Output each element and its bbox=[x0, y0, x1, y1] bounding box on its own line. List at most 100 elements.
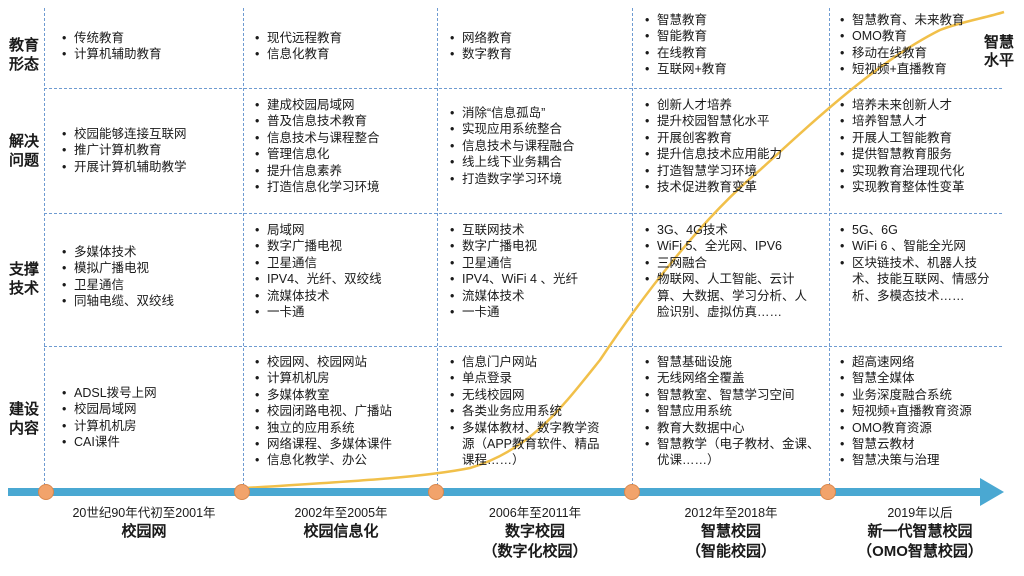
curve-label-line: 水平 bbox=[983, 52, 1014, 69]
cell-stage3-forms: 网络教育 数字教育 bbox=[450, 30, 628, 63]
row-label-line: 形态 bbox=[8, 56, 39, 73]
list-item: 信息化教学、办公 bbox=[255, 452, 435, 469]
stage-name-line: 智慧校园 bbox=[700, 523, 761, 540]
stage-name: 新一代智慧校园 （OMO智慧校园） bbox=[830, 522, 1010, 562]
list-item: 超高速网络 bbox=[840, 354, 1010, 371]
stage-name: 数字校园 （数字化校园） bbox=[438, 522, 632, 562]
row-label-line: 解决 bbox=[8, 133, 39, 150]
list-item: 网络教育 bbox=[450, 30, 628, 47]
period-label: 2002年至2005年 bbox=[294, 506, 388, 520]
list-item: IPV4、WiFi 4 、光纤 bbox=[450, 271, 630, 288]
list-item: 信息技术与课程整合 bbox=[255, 130, 435, 147]
column-divider bbox=[243, 8, 244, 486]
cell-stage5-tech: 5G、6G WiFi 6 、智能全光网 区块链技术、机器人技术、技能互联网、情感… bbox=[840, 222, 1000, 304]
list-item: 打造信息化学习环境 bbox=[255, 179, 435, 196]
list-item: 无线网络全覆盖 bbox=[645, 370, 827, 387]
row-label-line: 技术 bbox=[8, 280, 39, 297]
list-item: 开展创客教育 bbox=[645, 130, 825, 147]
list-item: CAI课件 bbox=[62, 434, 240, 451]
list-item: 互联网技术 bbox=[450, 222, 630, 239]
list-item: 校园能够连接互联网 bbox=[62, 126, 240, 143]
timeline-node bbox=[624, 484, 640, 500]
list-item: 智慧应用系统 bbox=[645, 403, 827, 420]
period-label: 20世纪90年代初至2001年 bbox=[72, 506, 216, 520]
list-item: 线上线下业务耦合 bbox=[450, 154, 630, 171]
list-item: 计算机机房 bbox=[255, 370, 435, 387]
list-item: 实现教育整体性变革 bbox=[840, 179, 1000, 196]
cell-stage5-forms: 智慧教育、未来教育 OMO教育 移动在线教育 短视频+直播教育 bbox=[840, 12, 990, 78]
list-item: 三网融合 bbox=[645, 255, 813, 272]
list-item: 数字广播电视 bbox=[450, 238, 630, 255]
list-item: 智慧全媒体 bbox=[840, 370, 1010, 387]
cell-stage1-tech: 多媒体技术 模拟广播电视 卫星通信 同轴电缆、双绞线 bbox=[62, 244, 240, 310]
list-item: 传统教育 bbox=[62, 30, 240, 47]
list-item: 卫星通信 bbox=[62, 277, 240, 294]
list-item: 校园网、校园网站 bbox=[255, 354, 435, 371]
list-item: 无线校园网 bbox=[450, 387, 610, 404]
cell-stage3-construction: 信息门户网站 单点登录 无线校园网 各类业务应用系统 多媒体教材、数字教学资源（… bbox=[450, 354, 610, 469]
list-item: 创新人才培养 bbox=[645, 97, 825, 114]
list-item: 计算机辅助教育 bbox=[62, 46, 240, 63]
list-item: 流媒体技术 bbox=[255, 288, 435, 305]
row-divider bbox=[44, 213, 1002, 214]
list-item: OMO教育 bbox=[840, 28, 990, 45]
list-item: 卫星通信 bbox=[255, 255, 435, 272]
list-item: 现代远程教育 bbox=[255, 30, 433, 47]
stage-name-line: （智能校园） bbox=[685, 543, 776, 560]
cell-stage3-tech: 互联网技术 数字广播电视 卫星通信 IPV4、WiFi 4 、光纤 流媒体技术 … bbox=[450, 222, 630, 321]
timeline-node bbox=[234, 484, 250, 500]
list-item: 数字广播电视 bbox=[255, 238, 435, 255]
period-label: 2006年至2011年 bbox=[488, 506, 582, 520]
list-item: 智慧教学（电子教材、金课、优课……） bbox=[645, 436, 827, 469]
list-item: 实现应用系统整合 bbox=[450, 121, 630, 138]
row-label-line: 教育 bbox=[8, 37, 39, 54]
list-item: 局域网 bbox=[255, 222, 435, 239]
list-item: 提升校园智慧化水平 bbox=[645, 113, 825, 130]
cell-stage2-construction: 校园网、校园网站 计算机机房 多媒体教室 校园闭路电视、广播站 独立的应用系统 … bbox=[255, 354, 435, 469]
cell-stage2-forms: 现代远程教育 信息化教育 bbox=[255, 30, 433, 63]
list-item: 独立的应用系统 bbox=[255, 420, 435, 437]
column-divider bbox=[829, 8, 830, 486]
column-divider bbox=[437, 8, 438, 486]
list-item: 培养智慧人才 bbox=[840, 113, 1000, 130]
list-item: 校园局域网 bbox=[62, 401, 240, 418]
cell-stage3-problems: 消除“信息孤岛” 实现应用系统整合 信息技术与课程融合 线上线下业务耦合 打造数… bbox=[450, 105, 630, 187]
row-label-problems: 解决 问题 bbox=[4, 132, 44, 170]
curve-label: 智慧 水平 bbox=[979, 34, 1019, 70]
list-item: 业务深度融合系统 bbox=[840, 387, 1010, 404]
stage-name-line: 数字校园 bbox=[504, 523, 565, 540]
list-item: 信息化教育 bbox=[255, 46, 433, 63]
row-label-technology: 支撑 技术 bbox=[4, 260, 44, 298]
list-item: 移动在线教育 bbox=[840, 45, 990, 62]
list-item: 开展人工智能教育 bbox=[840, 130, 1000, 147]
list-item: 短视频+直播教育 bbox=[840, 61, 990, 78]
list-item: 校园闭路电视、广播站 bbox=[255, 403, 435, 420]
list-item: 同轴电缆、双绞线 bbox=[62, 293, 240, 310]
list-item: 流媒体技术 bbox=[450, 288, 630, 305]
stage-name-line: 新一代智慧校园 bbox=[867, 523, 973, 540]
list-item: 信息技术与课程融合 bbox=[450, 138, 630, 155]
cell-stage1-construction: ADSL拨号上网 校园局域网 计算机机房 CAI课件 bbox=[62, 385, 240, 451]
period-label: 2019年以后 bbox=[887, 506, 953, 520]
row-divider bbox=[44, 346, 1002, 347]
list-item: 推广计算机教育 bbox=[62, 142, 240, 159]
row-label-line: 建设 bbox=[8, 401, 39, 418]
timeline-node bbox=[820, 484, 836, 500]
stage-name: 校园信息化 bbox=[244, 522, 438, 542]
cell-stage4-tech: 3G、4G技术 WiFi 5、全光网、IPV6 三网融合 物联网、人工智能、云计… bbox=[645, 222, 813, 320]
stage-name: 智慧校园 （智能校园） bbox=[633, 522, 829, 562]
cell-stage5-problems: 培养未来创新人才 培养智慧人才 开展人工智能教育 提供智慧教育服务 实现教育治理… bbox=[840, 97, 1000, 196]
period-label: 2012年至2018年 bbox=[684, 506, 778, 520]
list-item: 技术促进教育变革 bbox=[645, 179, 825, 196]
list-item: 5G、6G bbox=[840, 222, 1000, 239]
row-label-line: 问题 bbox=[8, 152, 39, 169]
list-item: 计算机机房 bbox=[62, 418, 240, 435]
list-item: 网络课程、多媒体课件 bbox=[255, 436, 435, 453]
list-item: 在线教育 bbox=[645, 45, 825, 62]
list-item: 卫星通信 bbox=[450, 255, 630, 272]
list-item: 多媒体技术 bbox=[62, 244, 240, 261]
list-item: 建成校园局域网 bbox=[255, 97, 435, 114]
list-item: 一卡通 bbox=[450, 304, 630, 321]
list-item: 模拟广播电视 bbox=[62, 260, 240, 277]
cell-stage2-problems: 建成校园局域网 普及信息技术教育 信息技术与课程整合 管理信息化 提升信息素养 … bbox=[255, 97, 435, 196]
